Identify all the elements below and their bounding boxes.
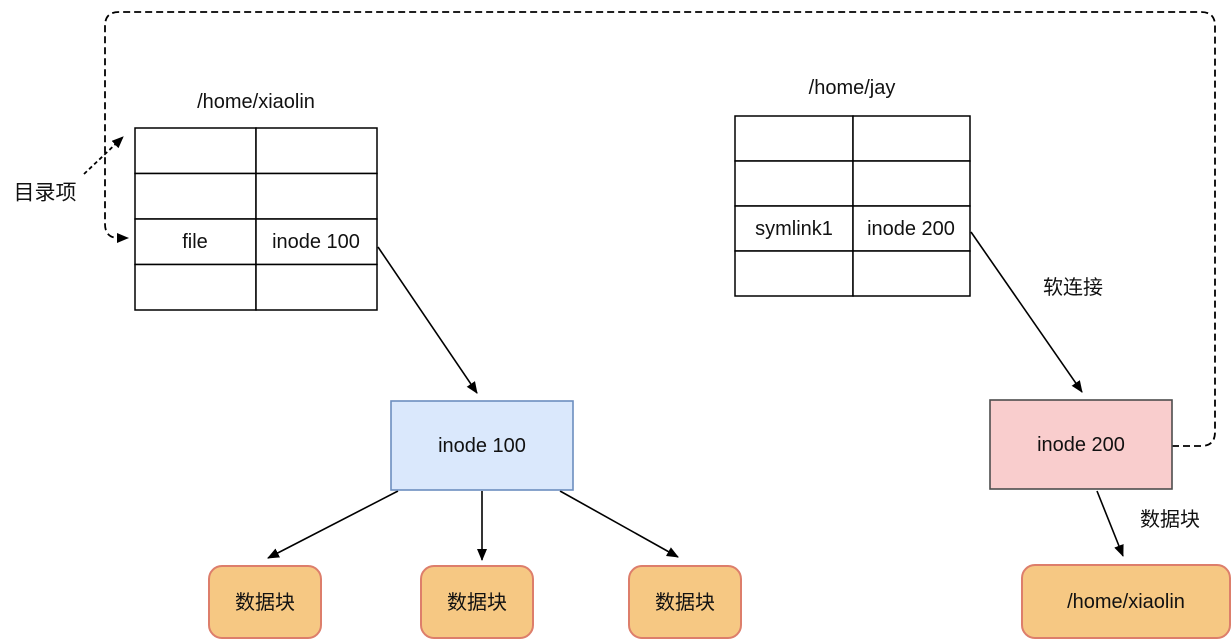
data-block-1: 数据块 (208, 565, 322, 639)
table-cell (734, 115, 854, 162)
symlink-dashed-path (104, 11, 1216, 447)
arrow-filecell-to-inode100 (377, 246, 478, 394)
data-block-2: 数据块 (420, 565, 534, 639)
table-cell (134, 263, 257, 311)
file-name-label: file (182, 231, 208, 253)
table-cell (852, 160, 971, 207)
table-cell (734, 250, 854, 297)
arrow-inode100-to-block1 (267, 490, 399, 559)
table-cell (134, 172, 257, 220)
directory-table-jay: /home/jay symlink1 inode 200 (734, 77, 971, 297)
data-block-edge-label: 数据块 (1140, 508, 1200, 531)
table-cell (255, 263, 378, 311)
directory-table-xiaolin: /home/xiaolin file inode 100 (134, 91, 378, 311)
data-block-rect (420, 565, 534, 639)
data-block-label: 数据块 (447, 591, 507, 614)
symlink-target-block: /home/xiaolin (1021, 564, 1231, 639)
table-cell (734, 160, 854, 207)
table-cell (255, 172, 378, 220)
data-block-3: 数据块 (628, 565, 742, 639)
inode100-box: inode 100 (390, 400, 574, 491)
symlink-target-label: /home/xiaolin (1067, 591, 1185, 613)
inode200-box: inode 200 (989, 399, 1173, 490)
table-cell (852, 250, 971, 297)
inode200-box-label: inode 200 (1037, 434, 1125, 456)
table-cell (255, 127, 378, 175)
file-inode-cell (255, 218, 378, 266)
inode100-box-label: inode 100 (438, 435, 526, 457)
data-block-label: 数据块 (235, 591, 295, 614)
symlink-target-rect (1021, 564, 1231, 639)
data-block-rect (208, 565, 322, 639)
inode200-rect (989, 399, 1173, 490)
arrow-inode100-to-block3 (559, 490, 679, 558)
file-inode-label: inode 100 (272, 231, 360, 253)
arrow-inode200-to-target (1096, 490, 1124, 557)
arrow-symlinkcell-to-inode200 (970, 231, 1083, 393)
table-title-xiaolin: /home/xiaolin (197, 91, 315, 113)
data-block-label: 数据块 (655, 591, 715, 614)
soft-link-label: 软连接 (1043, 276, 1103, 299)
inode100-rect (390, 400, 574, 491)
symlink-name-label: symlink1 (755, 218, 833, 240)
data-block-rect (628, 565, 742, 639)
table-title-jay: /home/jay (809, 77, 896, 99)
directory-entry-label: 目录项 (14, 182, 77, 205)
table-cell (852, 115, 971, 162)
table-cell (134, 127, 257, 175)
symlink-inode-label: inode 200 (867, 218, 955, 240)
dir-entry-dashed-arrow (83, 136, 124, 175)
